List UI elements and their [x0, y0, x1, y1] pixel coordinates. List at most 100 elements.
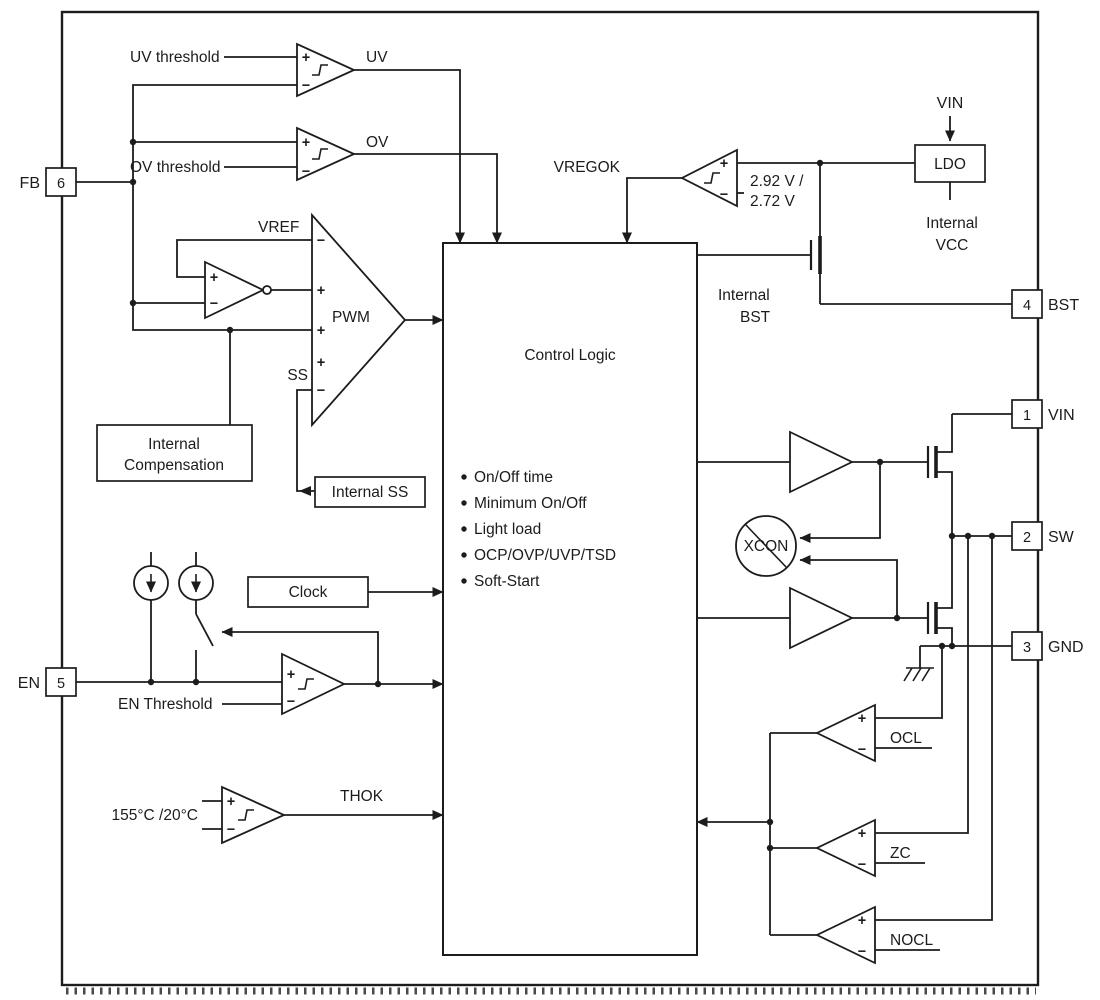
junction-dot [129, 138, 137, 146]
error-amplifier: VREF + − [176, 219, 312, 320]
plus-label: + [227, 794, 235, 810]
plus-label: + [210, 270, 218, 286]
internal-compensation-line1: Internal [148, 436, 200, 453]
pwm-label: PWM [332, 309, 370, 326]
pin-sw-label: SW [1048, 529, 1075, 546]
comparator-triangle [221, 785, 287, 845]
low-side-driver [697, 532, 1012, 650]
wire [875, 536, 993, 921]
control-logic-bullet: On/Off time [474, 469, 553, 486]
pin-gnd-number: 3 [1023, 640, 1031, 656]
internal-compensation-block: Internal Compensation [96, 326, 253, 482]
temp-threshold-label: 155°C /20°C [112, 807, 199, 824]
junction-dot [147, 678, 155, 686]
ground-symbol-icon [903, 646, 934, 682]
minus-label: − [858, 944, 866, 960]
ldo-block: VIN LDO Internal VCC [914, 95, 986, 254]
internal-bst-line1: Internal [718, 287, 770, 304]
control-logic-block: Control Logic On/Off time Minimum On/Off… [442, 242, 698, 956]
pin-vin-label: VIN [1048, 407, 1075, 424]
internal-ss-block: Internal SS [314, 476, 426, 508]
control-logic-title: Control Logic [524, 347, 616, 364]
pwm-comparator: − + + + − PWM SS [287, 212, 444, 496]
pin-gnd: 3 GND [1011, 631, 1084, 661]
internal-bst-line2: BST [740, 309, 771, 326]
pwm-comparator-triangle [311, 212, 407, 428]
junction-dot [129, 178, 137, 186]
pin-fb-number: 6 [57, 176, 65, 192]
comparator-triangle [296, 126, 357, 182]
ov-threshold-label: OV threshold [130, 159, 220, 176]
output-bubble [262, 285, 272, 295]
plus-label: + [317, 355, 325, 371]
error-amp-triangle [204, 260, 266, 320]
gate-driver-triangle [789, 430, 855, 494]
wire [936, 627, 953, 646]
pin-en-label: EN [18, 675, 40, 692]
hysteresis-icon [704, 172, 720, 184]
pin-en: EN 5 [18, 667, 282, 697]
chip-boundary [60, 10, 1040, 987]
hysteresis-icon [238, 809, 254, 821]
ground-hatch [903, 667, 913, 682]
uv-comparator: UV threshold + − UV [130, 42, 465, 244]
comparator-triangle [296, 42, 357, 98]
vregok-output-wire [622, 177, 682, 244]
plus-label: + [720, 156, 728, 172]
ocl-label: OCL [890, 730, 922, 747]
wire [936, 414, 953, 453]
pin-vin-number: 1 [1023, 408, 1031, 424]
hysteresis-icon [312, 148, 328, 160]
comparator-triangle [814, 703, 876, 763]
zc-label: ZC [890, 845, 911, 862]
control-logic-bullet: OCP/OVP/UVP/TSD [474, 547, 616, 564]
control-logic-bullet: Minimum On/Off [474, 495, 587, 512]
comparator-triangle [814, 905, 876, 965]
wire [875, 646, 943, 719]
ldo-label: LDO [934, 156, 966, 173]
vref-label: VREF [258, 219, 299, 236]
ss-arrowhead [299, 486, 311, 496]
plus-label: + [287, 667, 295, 683]
internal-compensation-box [96, 424, 253, 482]
plus-label: + [317, 283, 325, 299]
pin-gnd-label: GND [1048, 639, 1084, 656]
plus-label: + [858, 826, 866, 842]
clock-label: Clock [289, 584, 328, 601]
minus-label: − [858, 742, 866, 758]
junction-dot [766, 844, 774, 852]
pin-bst: 4 BST [1011, 289, 1079, 319]
xcon-slash-icon [744, 523, 788, 569]
high-side-driver [697, 413, 1012, 536]
clock-box [247, 576, 369, 608]
junction-dot [226, 326, 234, 334]
ocl-comparator: + − OCL [770, 642, 946, 763]
ov-comparator: OV threshold + − OV [130, 126, 502, 244]
minus-label: − [302, 164, 310, 180]
xcon-sense-wire [799, 555, 898, 618]
uv-threshold-label: UV threshold [130, 49, 220, 66]
switch-control-wire [221, 627, 379, 684]
minus-label: − [210, 296, 218, 312]
plus-label: + [858, 913, 866, 929]
junction-dot [964, 532, 972, 540]
bullet-icon [461, 474, 467, 480]
ss-label: SS [287, 367, 308, 384]
thok-label: THOK [340, 788, 384, 805]
vref-wire [176, 239, 312, 278]
minus-label: − [858, 857, 866, 873]
junction-dot [988, 532, 996, 540]
gate-driver-triangle [789, 586, 855, 650]
pin-gnd-box [1011, 631, 1043, 661]
nocl-comparator: + − NOCL [770, 532, 996, 965]
bullet-icon [461, 526, 467, 532]
bullet-icon [461, 578, 467, 584]
thermal-comparator: 155°C /20°C + − THOK [112, 785, 444, 845]
ov-signal-label: OV [366, 134, 389, 151]
comparator-triangle [281, 652, 347, 716]
internal-ss-label: Internal SS [332, 484, 409, 501]
wire [936, 471, 953, 536]
zc-comparator: + − ZC [770, 532, 972, 878]
vregok-comparator: + − 2.92 V / 2.72 V VREGOK [554, 148, 915, 244]
vregok-label: VREGOK [554, 159, 621, 176]
